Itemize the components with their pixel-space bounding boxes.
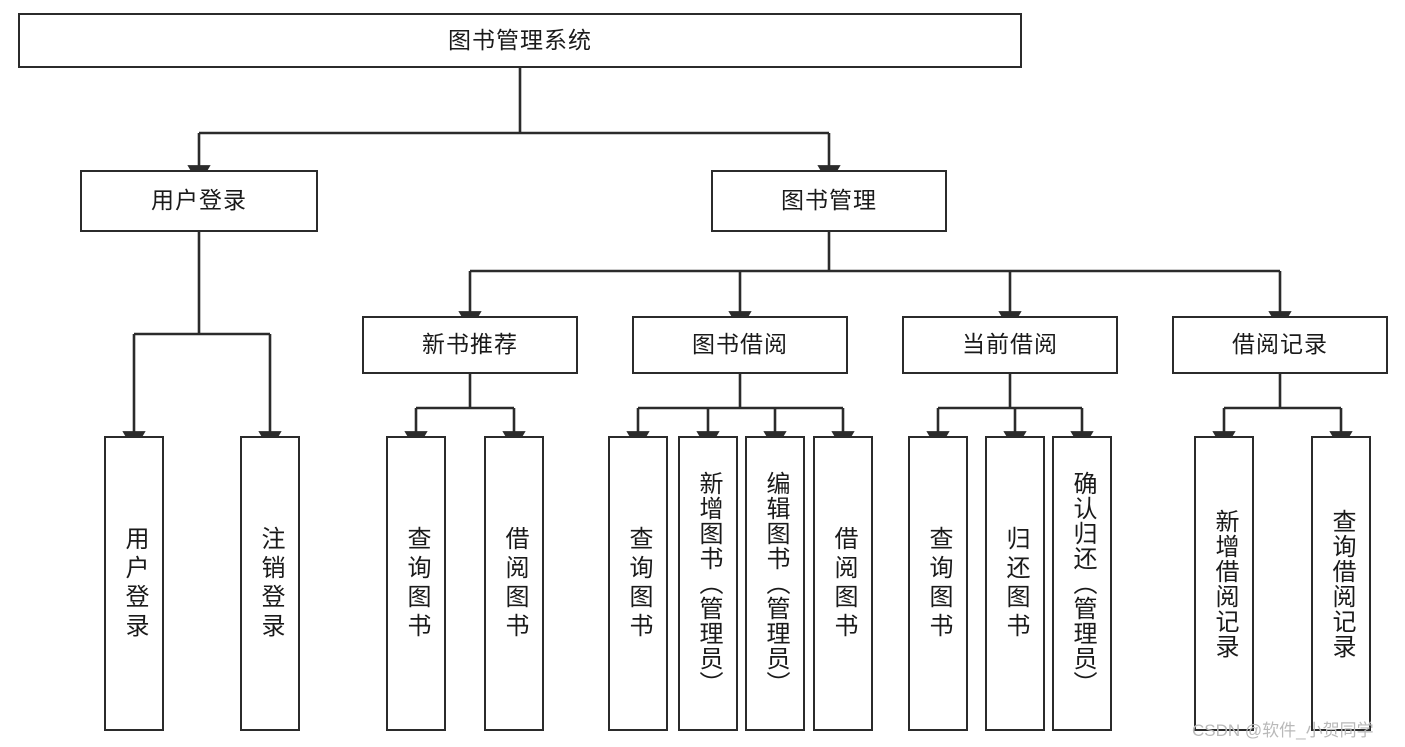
node-label: 确认归还（管理员）	[1069, 471, 1096, 696]
node-newbook[interactable]: 新书推荐	[362, 316, 578, 374]
node-b-add[interactable]: 新增图书（管理员）	[678, 436, 738, 731]
node-label: 注销登录	[257, 525, 284, 642]
node-bookmgmt[interactable]: 图书管理	[711, 170, 947, 232]
node-label: 用户登录	[121, 525, 148, 642]
node-n-query[interactable]: 查询图书	[386, 436, 446, 731]
node-label: 查询图书	[925, 525, 952, 642]
node-label: 图书管理	[781, 187, 877, 214]
node-label: 归还图书	[1002, 525, 1029, 642]
node-label: 用户登录	[151, 187, 247, 214]
node-b-edit[interactable]: 编辑图书（管理员）	[745, 436, 805, 731]
node-current[interactable]: 当前借阅	[902, 316, 1118, 374]
node-label: 新增借阅记录	[1211, 508, 1238, 659]
node-c-confirm[interactable]: 确认归还（管理员）	[1052, 436, 1112, 731]
node-r-query[interactable]: 查询借阅记录	[1311, 436, 1371, 731]
node-b-query[interactable]: 查询图书	[608, 436, 668, 731]
node-borrow[interactable]: 图书借阅	[632, 316, 848, 374]
node-label: 新增图书（管理员）	[695, 471, 722, 696]
node-c-query[interactable]: 查询图书	[908, 436, 968, 731]
node-label: 查询图书	[625, 525, 652, 642]
node-r-add[interactable]: 新增借阅记录	[1194, 436, 1254, 731]
node-label: 查询图书	[403, 525, 430, 642]
node-c-return[interactable]: 归还图书	[985, 436, 1045, 731]
node-label: 图书借阅	[692, 331, 788, 358]
csdn-watermark: CSDN @软件_小贺同学	[1192, 721, 1374, 740]
node-label: 当前借阅	[962, 331, 1058, 358]
edge-group	[122, 68, 1353, 451]
node-label: 编辑图书（管理员）	[762, 471, 789, 696]
node-l-login[interactable]: 用户登录	[104, 436, 164, 731]
node-l-logout[interactable]: 注销登录	[240, 436, 300, 731]
node-root[interactable]: 图书管理系统	[18, 13, 1022, 68]
node-login[interactable]: 用户登录	[80, 170, 318, 232]
node-label: 借阅记录	[1232, 331, 1328, 358]
node-label: 新书推荐	[422, 331, 518, 358]
node-n-borrow[interactable]: 借阅图书	[484, 436, 544, 731]
node-label: 借阅图书	[501, 525, 528, 642]
node-label: 图书管理系统	[448, 26, 592, 53]
node-label: 借阅图书	[830, 525, 857, 642]
node-b-lend[interactable]: 借阅图书	[813, 436, 873, 731]
node-label: 查询借阅记录	[1328, 508, 1355, 659]
node-records[interactable]: 借阅记录	[1172, 316, 1388, 374]
